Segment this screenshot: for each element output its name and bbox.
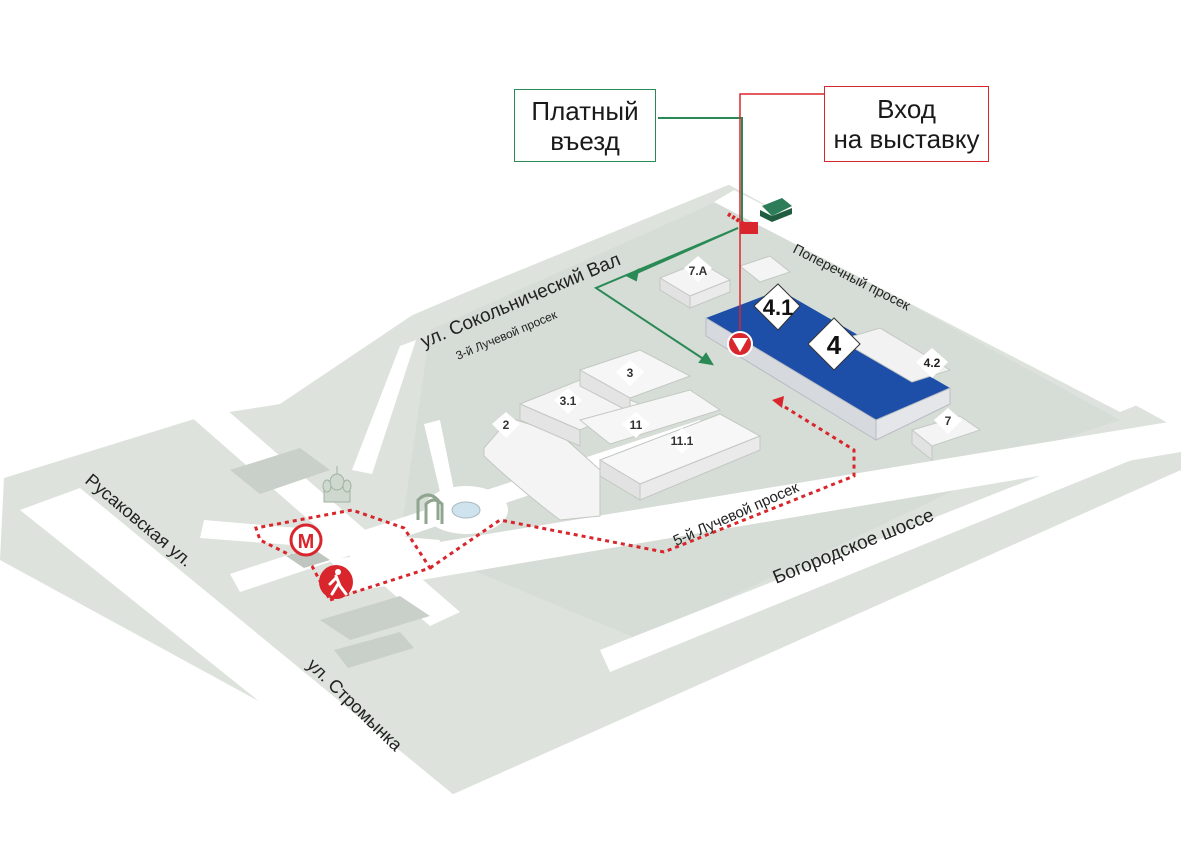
pavilion-41-label: 4.1 [763,295,794,320]
fountain [451,501,481,519]
pavilion-42-label: 4.2 [924,356,941,370]
exhibition-entry-line2: на выставку [833,124,980,154]
paid-entry-line2: въезд [550,126,620,156]
svg-text:М: М [298,531,315,553]
metro-icon: М [286,523,330,568]
exhibition-entry-line [726,93,824,330]
pavilion-2-label: 2 [503,418,510,432]
walking-route [254,396,856,602]
pavilion-3-label: 3 [627,366,634,380]
paid-entry-callout: Платный въезд [514,89,656,162]
paid-entry-line1: Платный [531,96,639,126]
exhibition-entry-callout: Вход на выставку [824,86,989,162]
church-icon [322,466,352,503]
pedestrian-icon [319,565,353,599]
pavilion-badges [492,256,962,454]
pavilion-31-label: 3.1 [560,394,577,408]
pavilion-11-label: 11 [630,418,643,432]
car-icon [760,198,792,222]
exhibition-entry-line1: Вход [877,94,936,124]
pavilion-7a-label: 7.А [689,264,708,278]
pavilion-7-label: 7 [945,414,952,428]
pavilion-111-label: 11.1 [671,434,694,448]
background-buildings [230,448,430,668]
arch-icon [416,493,444,524]
pavilion-4-label: 4 [827,330,842,360]
entrance-marker-icon [727,331,753,357]
paid-entry-route [593,117,743,366]
road-network [20,160,1181,822]
